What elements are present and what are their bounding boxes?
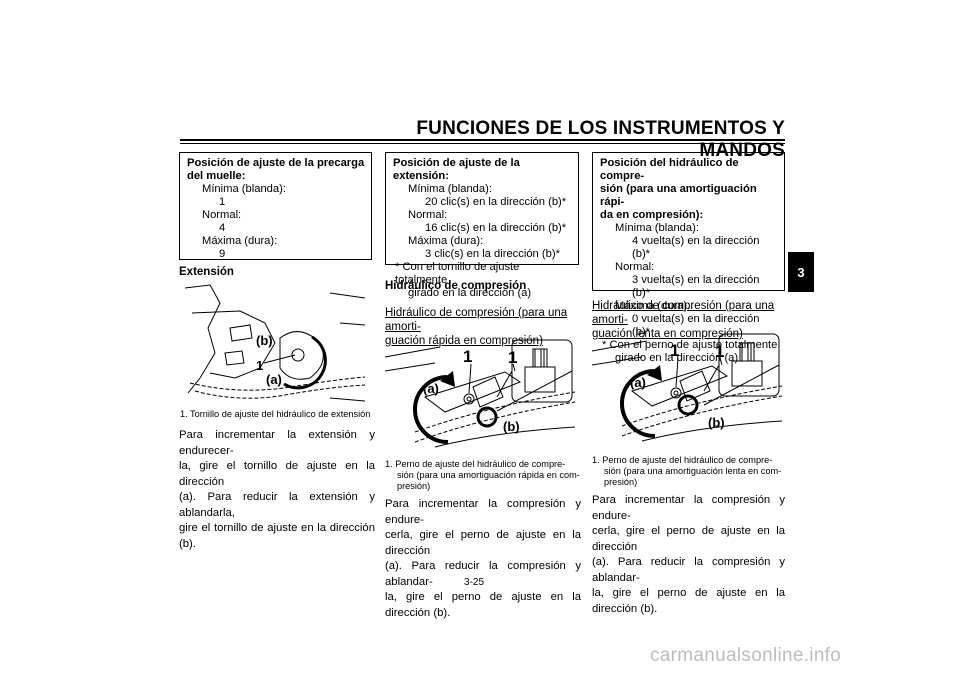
extension-label-b: (b) (256, 333, 273, 348)
section-heading-extension: Extensión (179, 266, 234, 278)
section-heading-compression: Hidráulico de compresión (385, 280, 527, 292)
extension-settings-box: Posición de ajuste de la extensión: Míni… (385, 152, 579, 299)
extension-para-line-2: la, gire el tornillo de ajuste en la dir… (179, 460, 375, 488)
extension-label-a: (a) (266, 372, 282, 387)
preload-normal-value: 4 (219, 222, 226, 234)
slow-subheading-line-1: Hidráulico de compresión (para una amort… (592, 300, 775, 326)
slow-compression-subheading: Hidráulico de compresión (para una amort… (592, 299, 792, 341)
fast-caption-line-2: sión (para una amortiguación rápida en c… (397, 470, 580, 480)
watermark: carmanualsonline.info (650, 645, 842, 666)
slow-para-line-2: cerla, gire el perno de ajuste en la dir… (592, 525, 785, 553)
extension-figure-caption: 1. Tornillo de ajuste del hidráulico de … (180, 409, 371, 419)
slow-label-a: (a) (630, 375, 646, 390)
extension-normal-value: 16 clic(s) en la dirección (b)* (425, 222, 567, 234)
fast-note-line-2: girado en la dirección (a) (615, 352, 739, 364)
fast-caption-line-3: presión) (397, 481, 431, 491)
fast-compression-caption: 1. Perno de ajuste del hidráulico de com… (385, 459, 585, 492)
fast-subheading-line-2: guación rápida en compresión) (385, 335, 543, 347)
fast-compression-settings-box: Posición del hidráulico de compre- sión … (592, 152, 785, 364)
extension-para-line-4: gire el tornillo de ajuste en la direcci… (179, 522, 375, 550)
preload-max-value: 9 (219, 248, 226, 260)
extension-min-label: Mínima (blanda): (408, 183, 492, 195)
fast-label-a: (a) (423, 381, 439, 396)
slow-label-1-right: 1 (715, 342, 724, 361)
preload-settings-box: Posición de ajuste de la precarga del mu… (179, 152, 372, 260)
extension-adjuster-illustration: (b) 1 (a) (184, 284, 366, 402)
fast-label-1-left: 1 (463, 347, 472, 366)
extension-box-heading: Posición de ajuste de la extensión: (393, 157, 520, 182)
fast-min-label: Mínima (blanda): (615, 222, 699, 234)
extension-note-line-1: * Con el tornillo de ajuste totalmente (395, 261, 520, 286)
extension-para-line-3: (a). Para reducir la extensión y ablanda… (179, 491, 375, 519)
preload-max-label: Máxima (dura): (202, 235, 278, 247)
fast-box-heading-2: sión (para una amortiguación rápi- (600, 183, 757, 208)
slow-label-b: (b) (708, 415, 725, 430)
fast-para-line-3: (a). Para reducir la compresión y abland… (385, 560, 581, 588)
fast-label-1-right: 1 (508, 348, 517, 367)
slow-para-line-1: Para incrementar la compresión y endure- (592, 494, 785, 522)
fast-max-label: Máxima (dura): (615, 300, 691, 312)
fast-compression-instructions: Para incrementar la compresión y endure-… (385, 497, 581, 621)
fast-note-line-1: * Con el perno de ajuste totalmente (602, 339, 778, 351)
page-title: FUNCIONES DE LOS INSTRUMENTOS Y MANDOS (416, 118, 785, 161)
preload-box-heading-1: Posición de ajuste de la precarga (187, 157, 365, 169)
extension-max-value: 3 clic(s) en la dirección (b)* (425, 248, 560, 260)
fast-normal-value: 3 vuelta(s) en la dirección (b)* (632, 274, 760, 299)
extension-label-1: 1 (256, 358, 263, 373)
slow-caption-line-2: sión (para una amortiguación lenta en co… (604, 466, 782, 476)
page-number: 3-25 (464, 577, 485, 588)
slow-caption-line-1: 1. Perno de ajuste del hidráulico de com… (592, 455, 773, 465)
title-rule-thin (180, 143, 785, 144)
slow-caption-line-3: presión) (604, 477, 638, 487)
extension-max-label: Máxima (dura): (408, 235, 484, 247)
fast-min-value: 4 vuelta(s) en la dirección (b)* (632, 235, 760, 260)
chapter-tab: 3 (788, 252, 814, 292)
fast-caption-line-1: 1. Perno de ajuste del hidráulico de com… (385, 459, 566, 469)
extension-normal-label: Normal: (408, 209, 448, 221)
fast-para-line-1: Para incrementar la compresión y endure- (385, 498, 581, 526)
fast-subheading-line-1: Hidráulico de compresión (para una amort… (385, 307, 568, 333)
extension-instructions: Para incrementar la extensión y endurece… (179, 428, 375, 552)
preload-min-value: 1 (219, 196, 226, 208)
fast-compression-illustration: 1 1 (a) (b) (385, 339, 576, 448)
preload-normal-label: Normal: (202, 209, 242, 221)
slow-subheading-line-2: guación lenta en compresión) (592, 328, 743, 340)
fast-label-b: (b) (503, 419, 520, 434)
fast-para-line-4: la, gire el perno de ajuste en la direcc… (385, 591, 581, 619)
slow-label-1-left: 1 (670, 341, 679, 360)
preload-min-label: Mínima (blanda): (202, 183, 286, 195)
fast-para-line-2: cerla, gire el perno de ajuste en la dir… (385, 529, 581, 557)
fast-compression-subheading: Hidráulico de compresión (para una amort… (385, 306, 585, 348)
slow-compression-illustration: 1 1 (a) (b) (592, 333, 783, 442)
title-rule-thick (180, 139, 785, 141)
fast-normal-label: Normal: (615, 261, 655, 273)
fast-box-heading-3: da en compresión): (600, 209, 704, 221)
fast-max-value: 0 vuelta(s) en la dirección (b)* (632, 313, 760, 338)
preload-box-heading-2: del muelle: (187, 170, 246, 182)
fast-box-heading-1: Posición del hidráulico de compre- (600, 157, 739, 182)
extension-para-line-1: Para incrementar la extensión y endurece… (179, 429, 375, 457)
slow-para-line-3: (a). Para reducir la compresión y abland… (592, 556, 785, 584)
slow-compression-caption: 1. Perno de ajuste del hidráulico de com… (592, 455, 792, 488)
slow-para-line-4: la, gire el perno de ajuste en la direcc… (592, 587, 785, 615)
extension-note-line-2: girado en la dirección (a) (408, 287, 532, 299)
slow-compression-instructions: Para incrementar la compresión y endure-… (592, 493, 785, 617)
extension-min-value: 20 clic(s) en la dirección (b)* (425, 196, 567, 208)
